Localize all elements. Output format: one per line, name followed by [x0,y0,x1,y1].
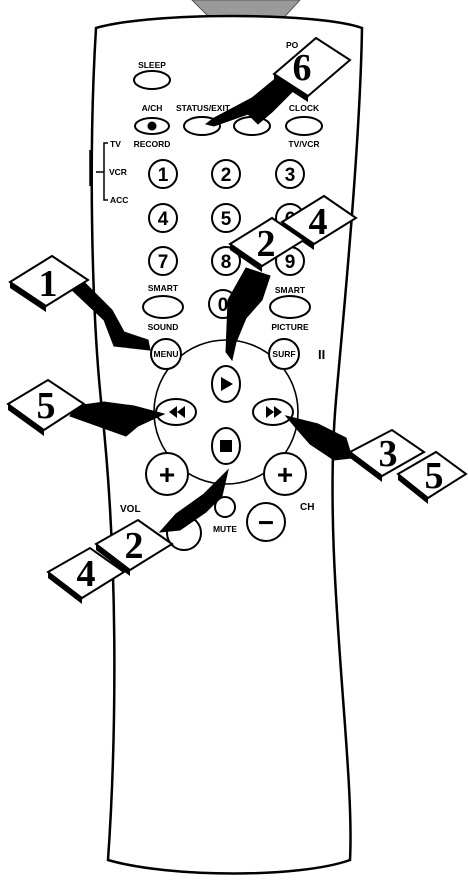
digit-5-label: 5 [221,209,232,230]
svg-text:5: 5 [425,455,444,497]
surf-label: SURF [272,349,295,359]
ch-label: CH [300,502,314,513]
record-label: RECORD [134,139,171,149]
smart-picture-button[interactable] [270,296,310,318]
mute-label: MUTE [213,524,237,534]
digit-3-label: 3 [285,165,296,186]
status-exit-label: STATUS/EXIT [176,103,231,113]
svg-text:5: 5 [37,385,56,427]
clock-button[interactable] [286,117,322,135]
mode-vcr-label: VCR [109,167,127,177]
digit-9-label: 9 [285,252,296,273]
digit-7-label: 7 [158,252,169,273]
tvvcr-label: TV/VCR [288,139,319,149]
digit-4-label: 4 [158,209,169,230]
svg-text:4: 4 [309,201,328,243]
digit-8-label: 8 [221,252,232,273]
pause-label: II [318,347,325,362]
channel-up-symbol: + [277,459,293,490]
clock-label: CLOCK [289,103,320,113]
smart-sound-top-label: SMART [148,283,179,293]
svg-text:2: 2 [125,525,144,567]
svg-text:2: 2 [257,223,276,265]
ach-label: A/CH [142,103,163,113]
mode-acc-label: ACC [110,195,128,205]
svg-text:1: 1 [39,263,58,305]
svg-text:6: 6 [293,47,312,89]
power-button[interactable] [234,117,270,135]
stop-icon [220,440,232,452]
sleep-button[interactable] [134,71,170,89]
step-1-marker: 1 [10,256,88,312]
sleep-label: SLEEP [138,60,166,70]
volume-up-symbol: + [159,459,175,490]
digit-2-label: 2 [221,165,232,186]
smart-picture-label: PICTURE [271,322,309,332]
vol-label: VOL [120,504,141,515]
digit-0-label: 0 [218,295,229,316]
record-dot-icon [148,122,157,131]
svg-text:4: 4 [77,553,96,595]
digit-1-label: 1 [158,165,169,186]
channel-down-symbol: − [258,507,274,538]
menu-label: MENU [153,349,178,359]
step-5-left-marker: 5 [8,380,84,436]
smart-sound-button[interactable] [143,296,183,318]
svg-text:3: 3 [379,433,398,475]
smart-picture-top-label: SMART [275,285,306,295]
mode-tv-label: TV [110,139,121,149]
smart-sound-label: SOUND [148,322,179,332]
